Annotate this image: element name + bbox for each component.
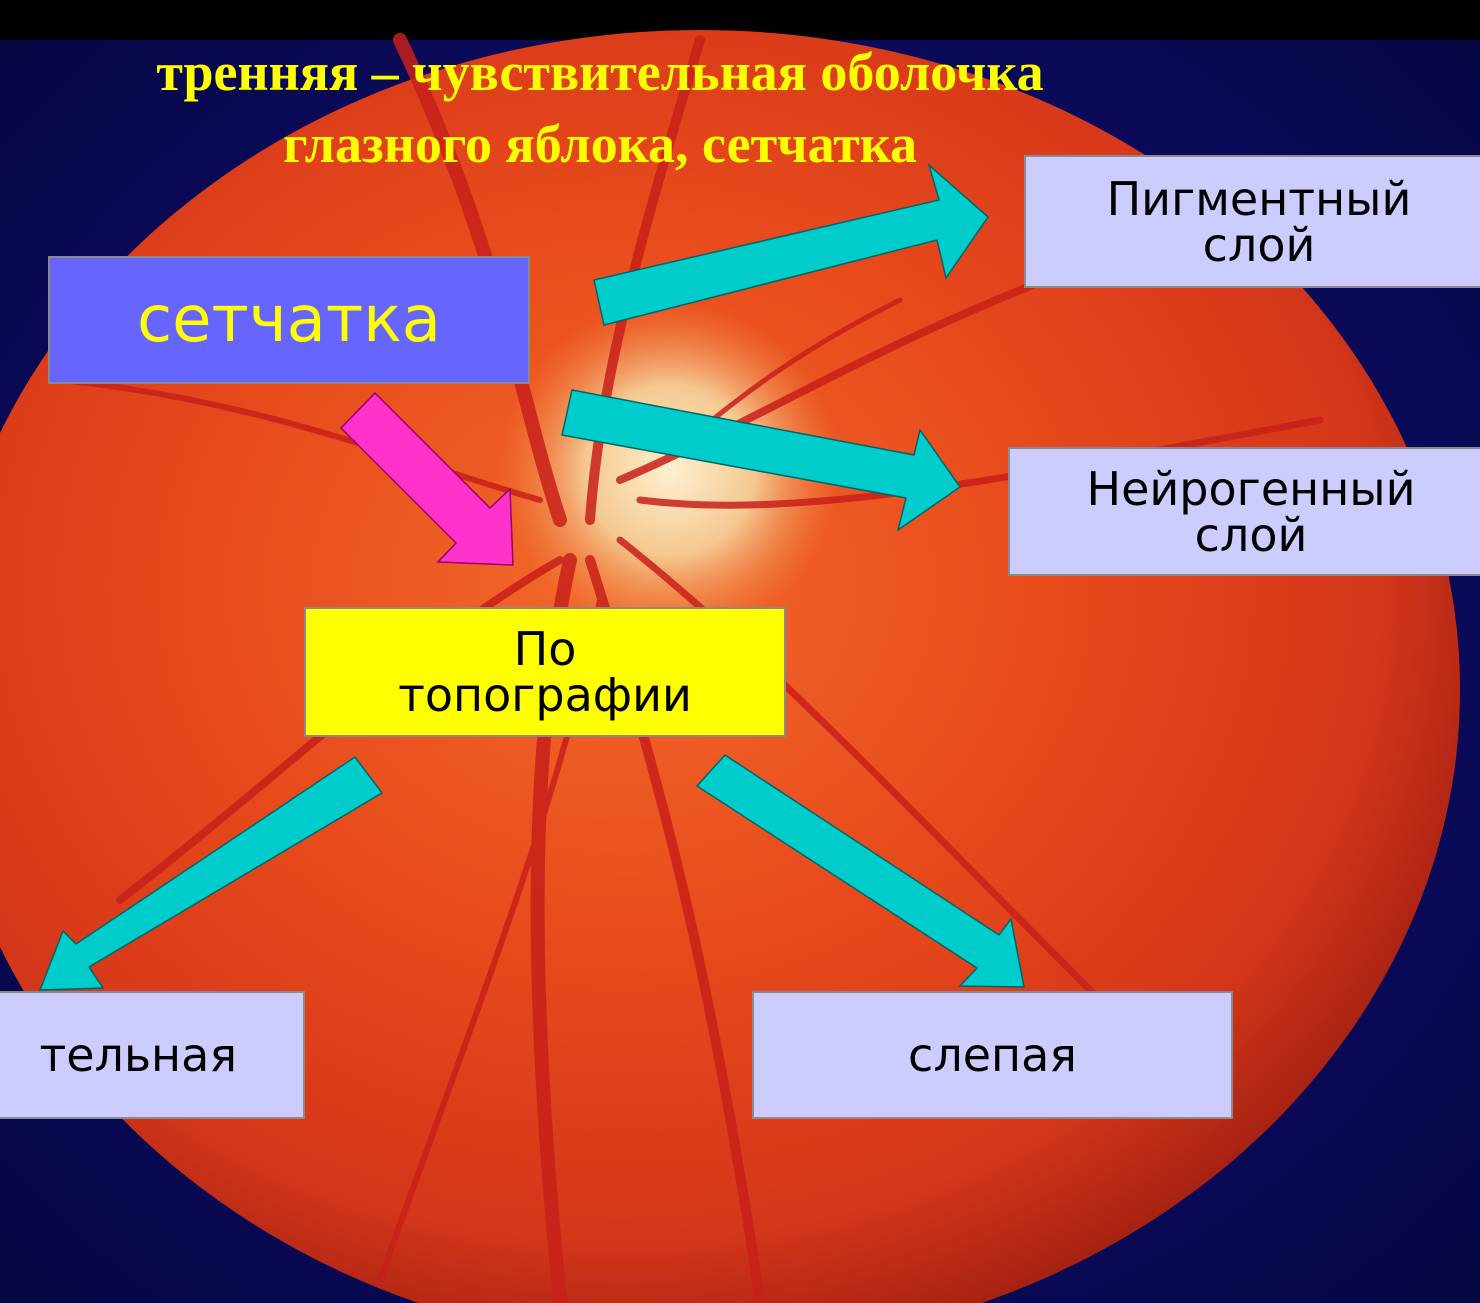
- pigment-layer-box: Пигментный слой: [1024, 155, 1480, 288]
- retina-box: сетчатка: [48, 256, 530, 384]
- optical-part-label: тельная: [39, 1032, 237, 1078]
- topography-label-2: топографии: [398, 672, 692, 718]
- neurogenic-layer-label-2: слой: [1087, 512, 1416, 558]
- blind-part-box: слепая: [752, 991, 1233, 1119]
- neurogenic-layer-label-1: Нейрогенный: [1087, 466, 1416, 512]
- blind-part-label: слепая: [908, 1032, 1077, 1078]
- pigment-layer-label-2: слой: [1107, 222, 1412, 268]
- pigment-layer-label-1: Пигментный: [1107, 176, 1412, 222]
- slide-title-line-1: тренняя – чувствительная оболочка: [0, 40, 1220, 104]
- retina-label: сетчатка: [137, 288, 441, 352]
- neurogenic-layer-box: Нейрогенный слой: [1008, 447, 1480, 576]
- topography-box: По топографии: [304, 607, 786, 737]
- topography-label-1: По: [398, 626, 692, 672]
- optical-part-box: тельная: [0, 991, 305, 1119]
